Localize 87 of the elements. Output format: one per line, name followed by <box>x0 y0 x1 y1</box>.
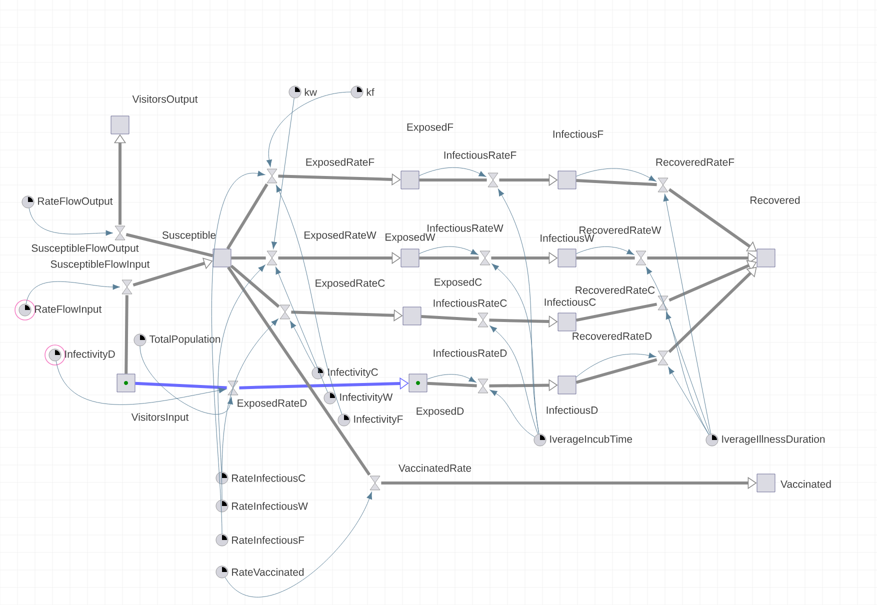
flow-pipe <box>427 382 477 388</box>
link-arrow <box>222 318 278 472</box>
flow-pipe <box>419 256 479 260</box>
stock-label: ExposedW <box>386 233 436 243</box>
flow-label: RecoveredRateD <box>572 332 652 340</box>
parameter-label: InfectivityC <box>328 368 378 378</box>
parameter-label: RateVaccinated <box>232 568 304 576</box>
link-arrow <box>276 184 342 414</box>
link-arrow <box>576 352 656 378</box>
flow-pipe <box>132 258 213 287</box>
parameter-label: RateFlowOutput <box>38 197 113 207</box>
flow-label: InfectiousRateW <box>428 224 504 232</box>
link-arrow <box>140 346 233 415</box>
flow-label: RecoveredRateW <box>580 226 662 234</box>
flow-pipe <box>135 382 227 390</box>
parameter-label: InfectivityD <box>65 350 115 360</box>
stock-label: InfectiousC <box>544 298 596 306</box>
flow-pipe <box>227 266 371 476</box>
flow-pipe <box>126 233 214 258</box>
flow-pipe <box>421 315 477 322</box>
stock-label: ExposedC <box>434 278 482 288</box>
flow-pipe <box>226 183 268 250</box>
flow-label: VaccinatedRate <box>398 464 472 472</box>
stock-label: VisitorsInput <box>131 413 189 423</box>
flow-pipe <box>419 178 487 182</box>
flow-label: InfectiousRateF <box>444 151 516 159</box>
flow-pipe <box>668 188 757 252</box>
link-arrow <box>271 98 294 250</box>
link-arrow <box>56 360 226 405</box>
flow-label: InfectiousRateD <box>434 349 507 357</box>
stock-label: Recovered <box>750 196 800 204</box>
link-arrow <box>418 246 478 255</box>
stock-label: InfectiousF <box>553 130 604 138</box>
flow-pipe <box>230 264 280 308</box>
parameter-label: kw <box>304 88 318 96</box>
link-arrow <box>290 320 316 368</box>
parameter-label: IverageIncubTime <box>550 435 632 445</box>
parameter-label: InfectivityW <box>340 393 393 403</box>
stock-label: InfectiousD <box>546 406 598 414</box>
parameter-label: RateFlowInput <box>35 305 102 315</box>
flow-pipe <box>576 302 658 322</box>
stock-label: InfectiousW <box>540 234 594 242</box>
link-arrow <box>490 390 535 438</box>
link-arrow <box>426 374 476 382</box>
parameter-label: RateInfectiousW <box>232 502 308 510</box>
flow-pipe <box>668 260 757 302</box>
flow-label: InfectiousRateC <box>434 299 507 307</box>
stock-label: VisitorsOutput <box>132 95 198 105</box>
parameter-label: kf <box>366 88 374 96</box>
flow-label: ExposedRateW <box>304 231 376 241</box>
link-arrow <box>266 92 352 168</box>
link-arrow <box>211 170 266 534</box>
flow-pipe <box>231 256 266 260</box>
link-arrow <box>218 264 266 500</box>
parameter-label: TotalPopulation <box>149 335 220 345</box>
flow-label: ExposedRateF <box>306 158 374 168</box>
flow-label: RecoveredRateC <box>576 286 655 294</box>
flow-label: RecoveredRateF <box>656 158 734 166</box>
flow-pipe <box>124 295 128 374</box>
link-arrow <box>224 492 372 598</box>
link-arrow <box>576 168 656 182</box>
link-arrow <box>490 326 538 434</box>
flow-label: SusceptibleFlowInput <box>50 260 150 270</box>
parameter-label: RateInfectiousC <box>232 474 306 482</box>
link-arrow <box>26 281 120 304</box>
parameter-label: IverageIllnessDuration <box>722 435 825 445</box>
parameter-label: InfectivityF <box>354 415 403 425</box>
link-arrow <box>663 194 712 434</box>
flow-label: ExposedRateD <box>238 399 307 409</box>
link-arrow <box>646 266 710 435</box>
link-arrow <box>576 246 634 255</box>
link-arrow <box>418 167 486 177</box>
flow-label: SusceptibleFlowOutput <box>32 244 139 254</box>
stock-label: ExposedD <box>416 407 464 417</box>
parameter-label: RateInfectiousF <box>232 536 304 544</box>
link-arrow <box>492 264 540 434</box>
stock-label: ExposedF <box>407 123 454 133</box>
stock-label: Vaccinated <box>780 480 831 488</box>
flow-label: ExposedRateC <box>316 279 385 289</box>
flow-pipe <box>576 256 635 260</box>
link-arrow <box>668 366 710 435</box>
link-arrow <box>276 266 328 392</box>
flow-pipe <box>576 178 657 186</box>
link-arrow <box>28 208 114 236</box>
flow-pipe <box>576 358 658 384</box>
link-arrow <box>666 312 710 434</box>
stock-label: Susceptible <box>162 231 216 241</box>
